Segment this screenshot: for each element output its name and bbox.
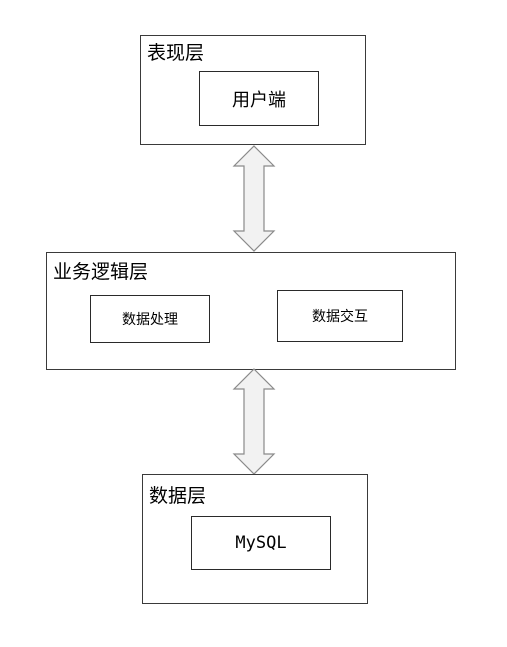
double-arrow-presentation-business xyxy=(232,145,276,252)
data-processing-box: 数据处理 xyxy=(90,295,210,343)
client-box: 用户端 xyxy=(199,71,319,126)
presentation-layer-title: 表现层 xyxy=(147,42,205,64)
business-layer-box: 业务逻辑层 数据处理 数据交互 xyxy=(46,252,456,370)
data-layer-box: 数据层 MySQL xyxy=(142,474,368,604)
mysql-box: MySQL xyxy=(191,516,331,570)
business-layer-title: 业务逻辑层 xyxy=(53,261,149,283)
presentation-layer-box: 表现层 用户端 xyxy=(140,35,366,145)
data-interaction-box: 数据交互 xyxy=(277,290,403,342)
data-layer-title: 数据层 xyxy=(149,485,207,507)
double-arrow-business-data xyxy=(232,368,276,475)
